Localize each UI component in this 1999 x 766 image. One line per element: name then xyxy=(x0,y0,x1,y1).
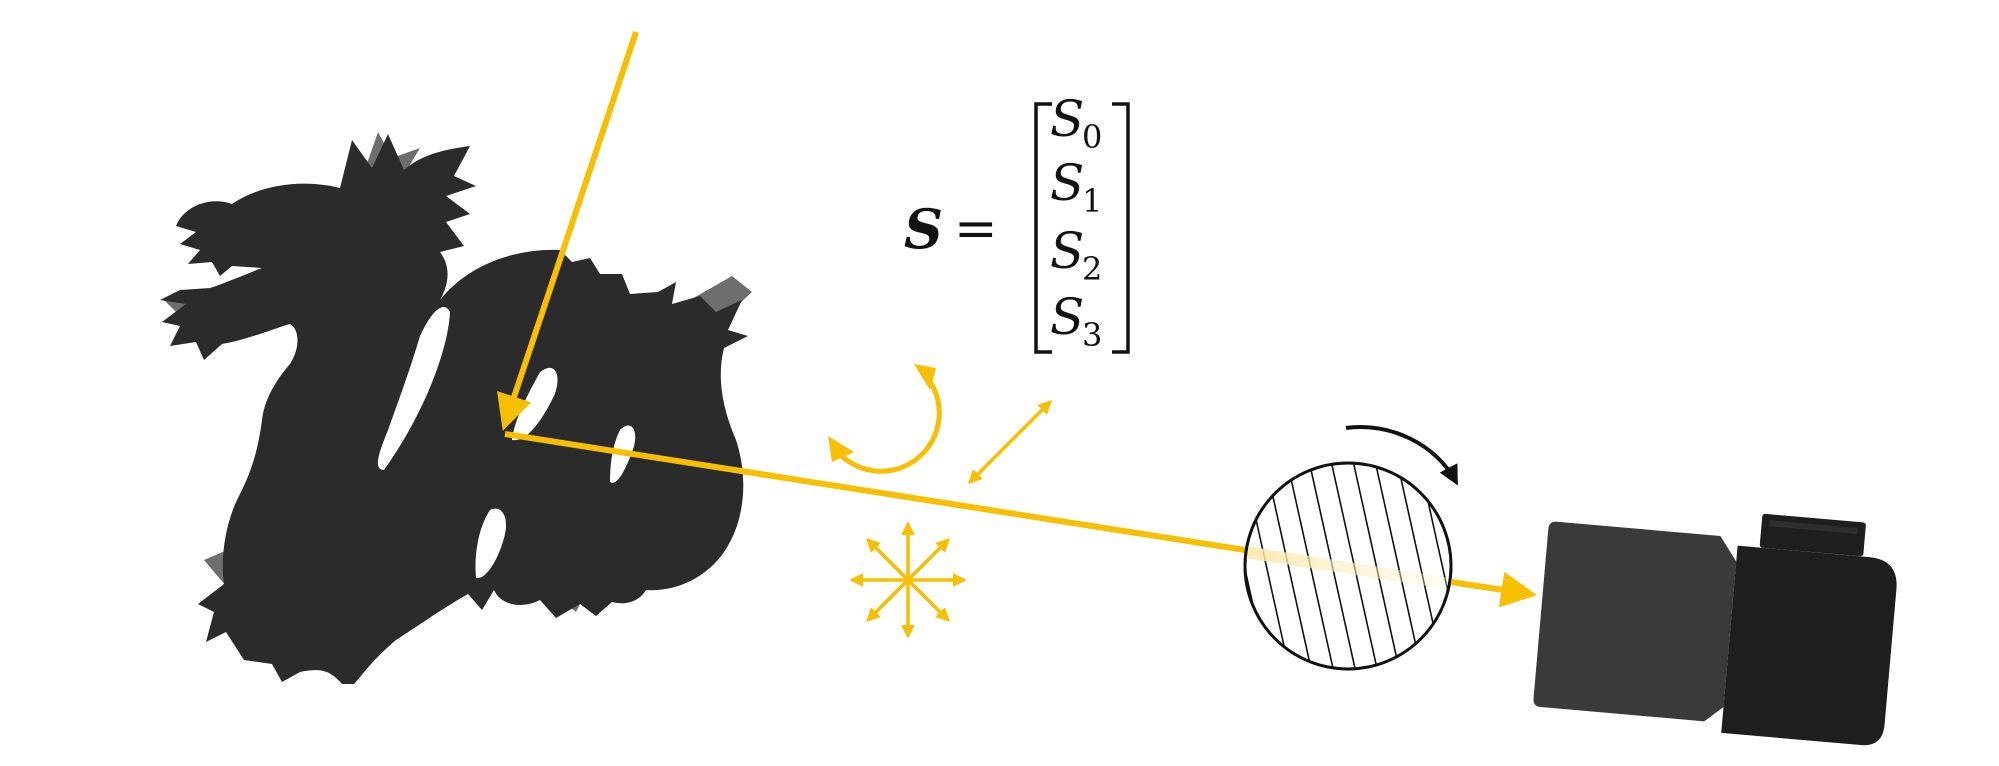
rotating-polarizer-filter-icon xyxy=(1243,461,1453,671)
svg-text:2: 2 xyxy=(1082,250,1102,288)
incident-light-ray xyxy=(497,31,639,431)
dragon-silhouette-icon xyxy=(160,132,752,684)
camera-icon xyxy=(1533,513,1897,746)
circular-polarization-icon xyxy=(828,364,942,474)
svg-text:3: 3 xyxy=(1082,316,1102,354)
rotation-arrow-icon xyxy=(1345,425,1458,486)
matrix-left-bracket xyxy=(1034,102,1052,354)
stokes-entry-3: S 3 xyxy=(1050,288,1102,354)
unpolarized-light-icon xyxy=(849,521,967,639)
linear-polarization-icon xyxy=(968,400,1052,484)
svg-text:0: 0 xyxy=(1082,118,1102,156)
reflected-light-ray xyxy=(504,431,1246,553)
stokes-entry-1: S 1 xyxy=(1050,154,1102,220)
equation-lhs: S xyxy=(904,197,943,261)
svg-text:S: S xyxy=(1050,90,1084,148)
stokes-entry-2: S 2 xyxy=(1050,222,1102,288)
matrix-right-bracket xyxy=(1112,102,1130,354)
svg-text:S: S xyxy=(1050,288,1084,346)
svg-text:S: S xyxy=(1050,154,1084,212)
stokes-vector-equation: S = S 0 S 1 S 2 S 3 xyxy=(904,90,1130,354)
stokes-entry-0: S 0 xyxy=(1050,90,1102,156)
svg-text:1: 1 xyxy=(1082,182,1102,220)
equation-equals-sign: = xyxy=(954,199,998,259)
filtered-light-ray xyxy=(1450,571,1538,608)
svg-text:S: S xyxy=(1050,222,1084,280)
